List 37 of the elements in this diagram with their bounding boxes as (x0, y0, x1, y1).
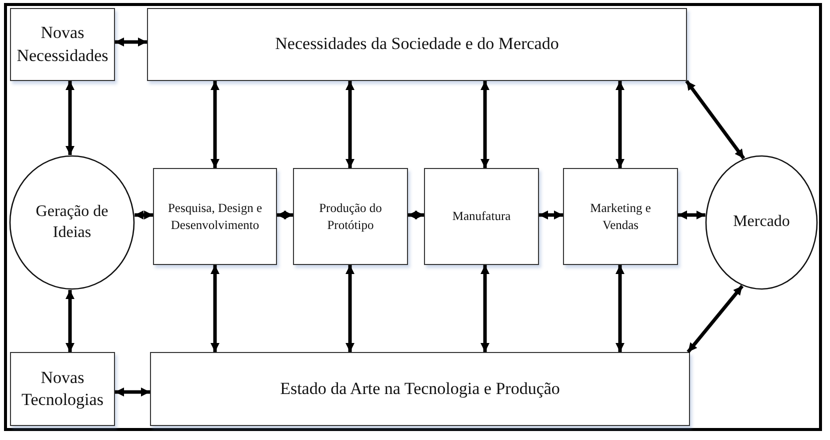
node-label: Pesquisa, Design e Desenvolvimento (166, 200, 264, 233)
double-arrow (480, 265, 490, 352)
node-label: Estado da Arte na Tecnologia e Produção (280, 378, 560, 400)
double-arrow (346, 265, 354, 352)
process-box (293, 168, 408, 265)
double-arrow (134, 210, 153, 220)
node-label: Novas Necessidades (16, 22, 110, 66)
process-box (424, 168, 539, 265)
double-arrow (686, 284, 744, 354)
process-box (150, 352, 690, 426)
double-arrow (539, 210, 563, 220)
double-arrow (616, 265, 624, 352)
process-box (153, 168, 277, 265)
process-box (10, 352, 115, 426)
double-arrow (685, 80, 746, 160)
double-arrow (616, 81, 624, 168)
node-label: Novas Tecnologias (20, 366, 104, 411)
double-arrow (115, 388, 150, 396)
double-arrow (277, 210, 293, 220)
node-label: Necessidades da Sociedade e do Mercado (275, 33, 559, 56)
double-arrow (210, 81, 220, 168)
double-arrow (210, 265, 220, 352)
node-label: Mercado (733, 212, 790, 232)
node-label: Produção do Protótipo (318, 200, 383, 233)
process-box (563, 168, 678, 265)
process-box (147, 8, 687, 81)
node-label: Manufatura (452, 208, 511, 225)
double-arrow (480, 81, 490, 168)
process-box (10, 8, 115, 81)
double-arrow (346, 81, 354, 168)
double-arrow (66, 81, 74, 156)
double-arrow (115, 38, 147, 46)
double-arrow (408, 210, 424, 220)
node-label: Marketing e Vendas (589, 200, 652, 233)
double-arrow (678, 210, 706, 220)
double-arrow (66, 290, 74, 352)
node-label: Geração de Ideias (34, 202, 110, 242)
